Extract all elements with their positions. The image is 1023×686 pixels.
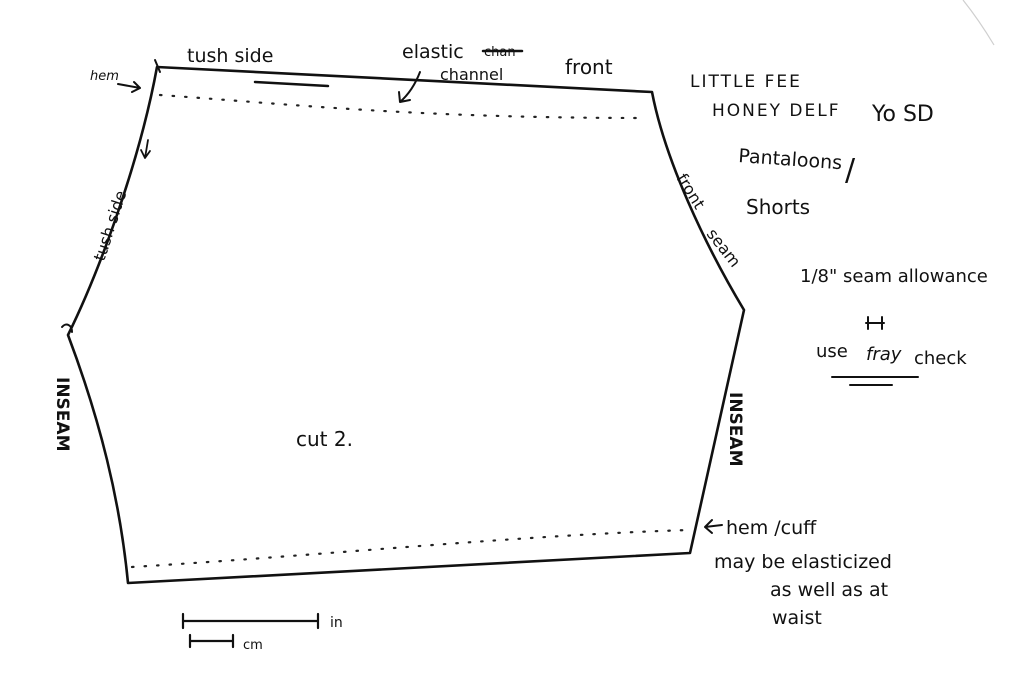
note-type-1: Pantaloons <box>738 145 843 174</box>
note-type-slash: / <box>845 153 856 188</box>
left-point-tick <box>61 323 73 333</box>
label-front-seam-1: front <box>673 170 709 212</box>
fray-underline <box>831 376 919 386</box>
note-title-1: LITTLE FEE <box>690 72 802 92</box>
note-use: use <box>816 341 848 362</box>
scale-bar-in <box>181 612 320 630</box>
hem-cuff-line <box>130 528 692 569</box>
tush-side-underline <box>253 80 330 88</box>
label-hem-left: hem <box>90 69 119 84</box>
label-front-top: front <box>565 55 613 79</box>
label-cut: cut 2. <box>296 427 353 451</box>
corner-tick <box>154 59 161 73</box>
hem-cuff-arrow <box>704 519 723 534</box>
small-h-mark <box>865 316 885 330</box>
svg-text:chan: chan <box>484 45 516 60</box>
note-type-2: Shorts <box>746 195 810 219</box>
label-hem-cuff: hem /cuff <box>726 517 817 539</box>
note-seam-allowance: 1/8" seam allowance <box>800 266 988 287</box>
label-tush-side-left: tush side <box>90 188 131 263</box>
hem-arrow <box>117 81 141 93</box>
label-hem-note-1: may be elasticized <box>714 551 892 573</box>
label-elastic-struck: chan <box>481 45 524 60</box>
label-tush-side-top: tush side <box>187 45 273 67</box>
label-hem-note-3: waist <box>772 607 822 629</box>
elastic-arrow <box>398 71 421 103</box>
note-title-2: HONEY DELF <box>712 101 841 121</box>
paper-mark <box>962 0 995 46</box>
label-elastic: elastic <box>402 41 464 63</box>
tush-side-arrow <box>140 139 151 159</box>
label-inseam-left: INSEAM <box>52 377 72 451</box>
note-fray: fray <box>866 344 902 365</box>
pattern-outline <box>66 65 746 585</box>
note-title-3: Yo SD <box>871 102 934 127</box>
label-hem-note-2: as well as at <box>770 579 888 601</box>
scale-bar-cm <box>188 633 235 649</box>
label-scale-cm: cm <box>243 638 263 653</box>
label-scale-in: in <box>330 615 343 631</box>
label-inseam-right: INSEAM <box>725 392 745 466</box>
label-channel: channel <box>440 65 503 84</box>
note-check: check <box>914 348 967 369</box>
